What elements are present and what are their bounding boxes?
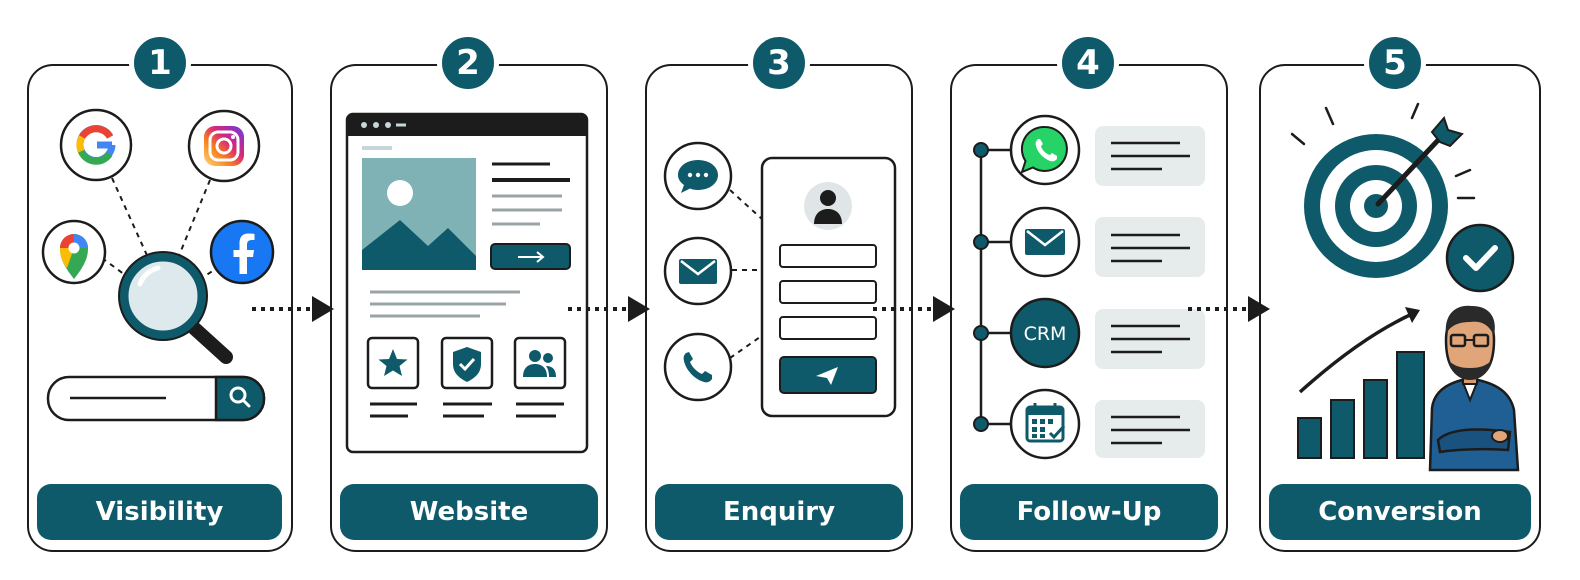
- person-illustration: [1428, 305, 1520, 472]
- bar-chart: [1297, 307, 1425, 459]
- step-number-badge-5: 5: [1364, 32, 1426, 94]
- instagram-icon: [187, 109, 261, 183]
- calendar-icon: [1009, 388, 1081, 460]
- whatsapp-icon: [1009, 114, 1081, 186]
- step-number-badge-3: 3: [748, 32, 810, 94]
- mail-icon: [663, 236, 733, 306]
- google-icon: [59, 108, 133, 182]
- step-label-website: Website: [340, 484, 598, 540]
- feature-shield-check-icon: [440, 336, 494, 390]
- enquiry-connectors: [729, 189, 764, 359]
- step-label-enquiry: Enquiry: [655, 484, 903, 540]
- check-icon: [1445, 223, 1515, 293]
- flow-arrow-4-5: [1188, 296, 1270, 322]
- arrow-button: [490, 243, 571, 270]
- flow-arrow-1-2: [252, 296, 334, 322]
- step-label-followup: Follow-Up: [960, 484, 1218, 540]
- magnifier-icon: [118, 251, 233, 364]
- flow-arrow-2-3: [568, 296, 650, 322]
- step-number-badge-2: 2: [437, 32, 499, 94]
- crm-badge: CRM: [1009, 297, 1081, 369]
- enquiry-form: [760, 156, 897, 418]
- flow-arrow-3-4: [873, 296, 955, 322]
- phone-icon: [663, 332, 733, 402]
- text-lines: [370, 162, 570, 318]
- target-icon: [1290, 102, 1476, 278]
- facebook-icon: [209, 219, 275, 285]
- followup-mail-icon: [1009, 206, 1081, 278]
- image-placeholder: [362, 158, 476, 270]
- step-label-conversion: Conversion: [1269, 484, 1531, 540]
- followup-note-cards: [1095, 126, 1205, 458]
- step-label-visibility: Visibility: [37, 484, 282, 540]
- feature-users-icon: [513, 336, 567, 390]
- feature-star-icon: [366, 336, 420, 390]
- search-bar: [46, 375, 266, 422]
- step-number-badge-1: 1: [129, 32, 191, 94]
- google-maps-icon: [41, 219, 107, 285]
- step-number-badge-4: 4: [1057, 32, 1119, 94]
- feature-caption-lines: [370, 402, 564, 418]
- followup-timeline: [973, 142, 1012, 432]
- chat-icon: [663, 141, 733, 211]
- crm-label: CRM: [1024, 323, 1067, 345]
